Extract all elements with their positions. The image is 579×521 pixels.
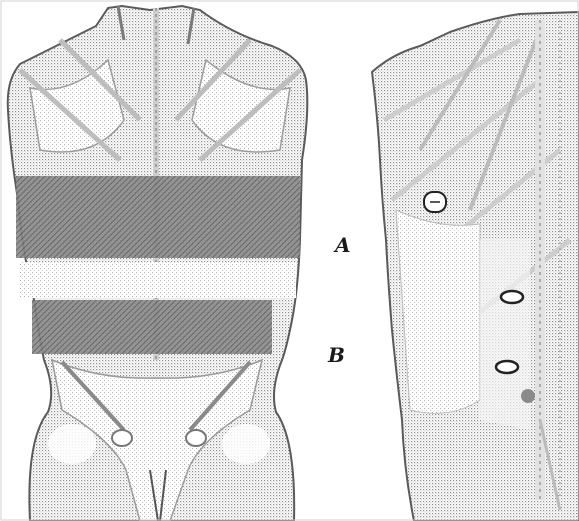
label-b: B xyxy=(328,345,345,365)
band-a xyxy=(16,176,300,258)
left-sacral-dimple xyxy=(112,430,132,446)
band-b xyxy=(32,300,272,354)
lateral-torso xyxy=(372,12,579,521)
posterior-torso xyxy=(8,6,308,521)
port-marker-middle xyxy=(501,291,523,303)
right-sacral-dimple xyxy=(186,430,206,446)
label-a: A xyxy=(335,235,351,255)
abdominal-panel xyxy=(396,210,480,413)
port-marker-upper xyxy=(424,192,446,212)
port-marker-lower xyxy=(496,361,518,373)
